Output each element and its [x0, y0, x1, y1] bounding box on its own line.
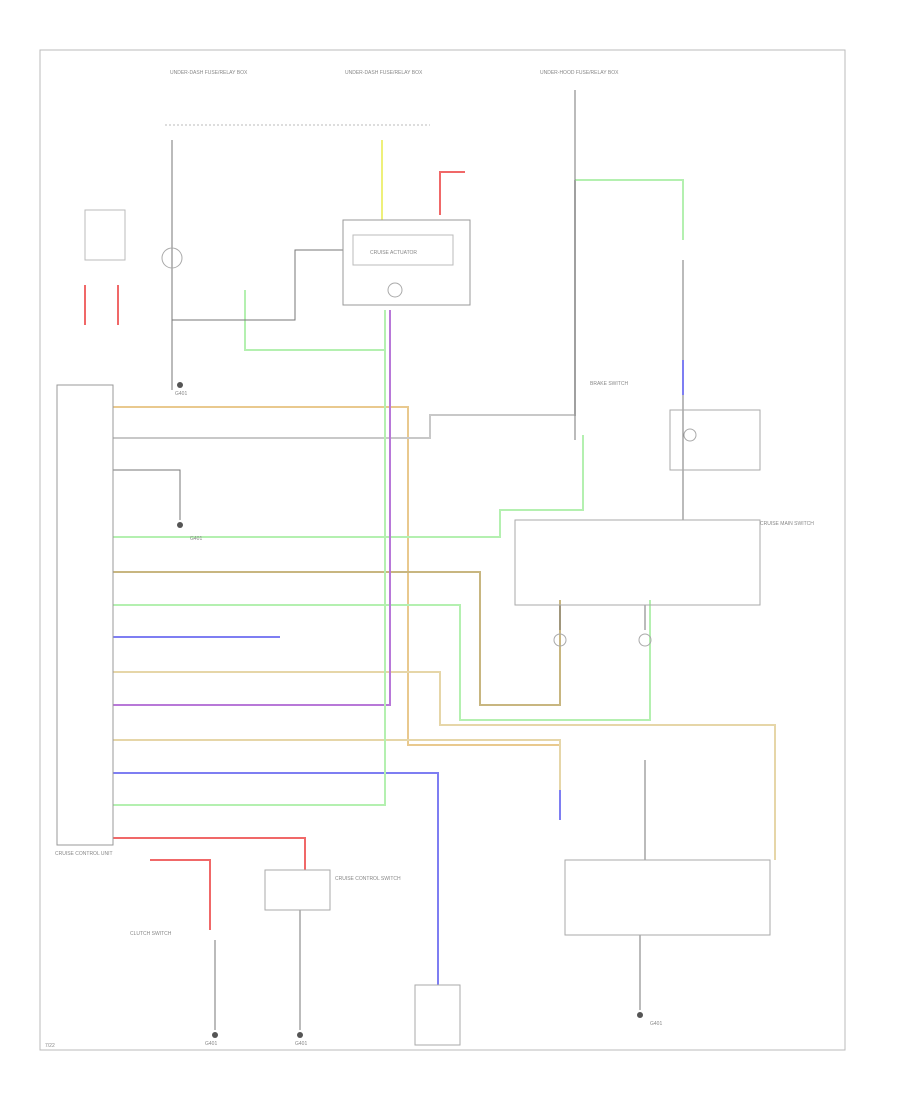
diagram-frame — [39, 49, 846, 1051]
wire-green — [244, 290, 385, 351]
ground-label-5: G401 — [650, 1021, 662, 1027]
fuse-right-label: UNDER-HOOD FUSE/RELAY BOX — [540, 70, 619, 76]
indicator-box — [669, 409, 761, 471]
actuator-box — [342, 219, 471, 306]
left-lamp-icon — [553, 633, 567, 647]
wire-olive — [113, 571, 561, 706]
labels: UNDER-DASH FUSE/RELAY BOX UNDER-DASH FUS… — [45, 70, 814, 1049]
relay-box — [564, 859, 771, 936]
brake-switch-label: BRAKE SWITCH — [590, 381, 628, 387]
wires — [84, 90, 776, 1030]
ground-icon — [177, 382, 183, 388]
actuator-label: CRUISE ACTUATOR — [370, 250, 417, 256]
ground-label-2: G401 — [190, 536, 202, 542]
lower-module-box — [414, 984, 461, 1046]
indicator-bulb-icon — [683, 428, 697, 442]
wire-red — [150, 859, 211, 930]
wire-green — [113, 435, 584, 538]
components — [56, 124, 771, 1046]
ground-symbols — [177, 382, 643, 1038]
wire-orange — [113, 406, 560, 746]
ground-icon — [297, 1032, 303, 1038]
fuse-left-label: UNDER-DASH FUSE/RELAY BOX — [170, 70, 248, 76]
wire-purple — [113, 310, 391, 706]
ground-label-4: G401 — [295, 1041, 307, 1047]
main-switch-box — [514, 519, 761, 606]
wire-line — [172, 249, 343, 321]
ground-label-3: G401 — [205, 1041, 217, 1047]
control-switch-label: CRUISE CONTROL SWITCH — [335, 876, 401, 882]
left-bulb-box — [84, 209, 126, 261]
wire-gray — [113, 180, 576, 439]
wire-red — [113, 837, 306, 870]
wire-red — [439, 171, 465, 215]
wire-blue — [113, 772, 439, 985]
fuse-mid-label: UNDER-DASH FUSE/RELAY BOX — [345, 70, 423, 76]
wire-green — [113, 310, 386, 806]
wire-green — [113, 600, 651, 721]
actuator-motor-icon — [387, 282, 403, 298]
ground-icon — [637, 1012, 643, 1018]
ground-label-1: G401 — [175, 391, 187, 397]
control-unit-label: CRUISE CONTROL UNIT — [55, 851, 113, 857]
wire-line — [113, 469, 181, 520]
ground-icon — [212, 1032, 218, 1038]
right-lamp-icon — [638, 633, 652, 647]
actuator-inner-box — [352, 234, 454, 266]
speed-sensor-icon — [161, 247, 183, 269]
control-unit-box — [56, 384, 114, 846]
wire-tan — [113, 671, 776, 860]
clutch-switch-label: CLUTCH SWITCH — [130, 931, 172, 937]
footer-label: 7/22 — [45, 1043, 55, 1049]
main-switch-label: CRUISE MAIN SWITCH — [760, 521, 814, 527]
ground-icon — [177, 522, 183, 528]
wire-green — [575, 179, 684, 240]
wire-tan — [113, 739, 561, 820]
control-switch-box — [264, 869, 331, 911]
